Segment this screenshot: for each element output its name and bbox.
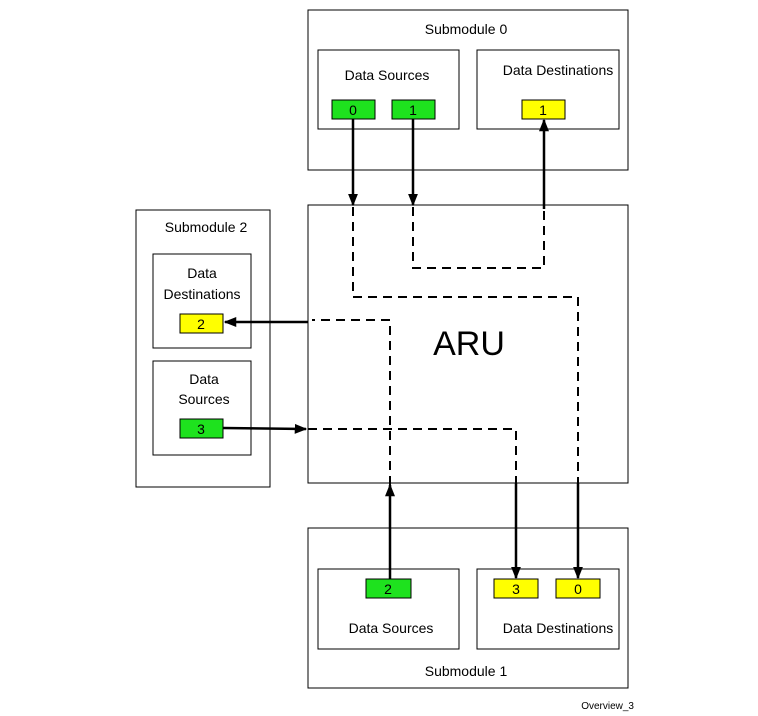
submodule-2-title: Submodule 2: [165, 219, 248, 235]
source-port-2: [365, 578, 412, 599]
submodule-1: Submodule 1 Data Sources 2 Data Destinat…: [307, 527, 629, 689]
route-source3-to-destination3: [222, 423, 521, 580]
submodule-0-destinations-label: Data Destinations: [503, 62, 614, 78]
aru-block: ARU: [307, 204, 629, 484]
destination-port-0-label: 0: [574, 581, 582, 597]
submodule-1-sources-label: Data Sources: [349, 620, 434, 636]
route-1-internal-path: [412, 207, 545, 269]
route-source2-to-destination2: [223, 317, 395, 579]
submodule-2-destinations-label-line2: Destinations: [163, 286, 240, 302]
submodule-1-destinations-label: Data Destinations: [503, 620, 614, 636]
figure-id: Overview_3: [581, 701, 634, 712]
source-port-0-label: 0: [349, 102, 357, 118]
destination-port-2-label: 2: [197, 316, 205, 332]
source-port-2-label: 2: [384, 581, 392, 597]
submodule-0: Submodule 0 Data Sources 0 1 Data Destin…: [307, 9, 629, 171]
aru-label: ARU: [433, 325, 505, 363]
source-port-3-label: 3: [197, 421, 205, 437]
destination-port-3-label: 3: [512, 581, 520, 597]
submodule-2-sources-box: [152, 360, 252, 456]
submodule-2-destinations-label-line1: Data: [187, 265, 217, 281]
route-0-internal-path: [352, 207, 579, 483]
aru-frame: [307, 204, 629, 484]
route-2-internal-path: [312, 319, 391, 485]
submodule-2-sources-label-line2: Sources: [178, 391, 229, 407]
route-3-internal-path: [308, 428, 517, 483]
route-source0-to-destination0: [348, 119, 583, 580]
route-source1-to-destination1: [408, 118, 549, 269]
source-port-1-label: 1: [409, 102, 417, 118]
submodule-1-title: Submodule 1: [425, 663, 508, 679]
submodule-2: Submodule 2 Data Destinations 2 Data Sou…: [135, 209, 271, 488]
submodule-2-sources-label-line1: Data: [189, 371, 219, 387]
route-3-entry-arrow: [222, 423, 308, 434]
submodule-0-title: Submodule 0: [425, 21, 508, 37]
destination-port-1-label: 1: [539, 102, 547, 118]
submodule-0-sources-label: Data Sources: [345, 67, 430, 83]
destination-port-2: [179, 313, 224, 334]
